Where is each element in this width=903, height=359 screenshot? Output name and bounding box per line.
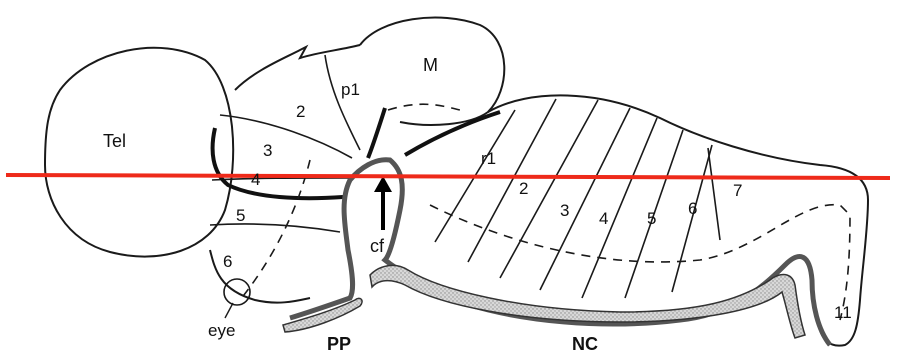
notochord-shape: [370, 265, 805, 338]
label-eye: eye: [208, 321, 235, 340]
label-m: M: [423, 55, 438, 75]
label-tel: Tel: [103, 131, 126, 151]
label-nc: NC: [572, 334, 598, 354]
label-p1: p1: [341, 80, 360, 99]
telencephalon-outline: [45, 48, 233, 257]
label-p6: 6: [223, 252, 232, 271]
label-r11: 11: [834, 303, 852, 322]
label-r3: 3: [560, 201, 569, 220]
label-p4: 4: [251, 170, 260, 189]
cephalic-flexure-arrow: [374, 176, 392, 230]
label-pp: PP: [327, 334, 351, 354]
section-line: [6, 175, 890, 178]
label-p3: 3: [263, 141, 272, 160]
label-r7: 7: [733, 181, 742, 200]
label-r4: 4: [599, 209, 608, 228]
rhombomere-boundaries: [435, 99, 720, 298]
eye-pointer: [225, 303, 233, 318]
label-p2: 2: [296, 102, 305, 121]
label-p5: 5: [236, 206, 245, 225]
label-r5: 5: [647, 209, 656, 228]
label-r2: 2: [519, 179, 528, 198]
label-r6: 6: [688, 199, 697, 218]
label-cf: cf: [370, 236, 385, 256]
label-r1: r1: [481, 149, 496, 168]
